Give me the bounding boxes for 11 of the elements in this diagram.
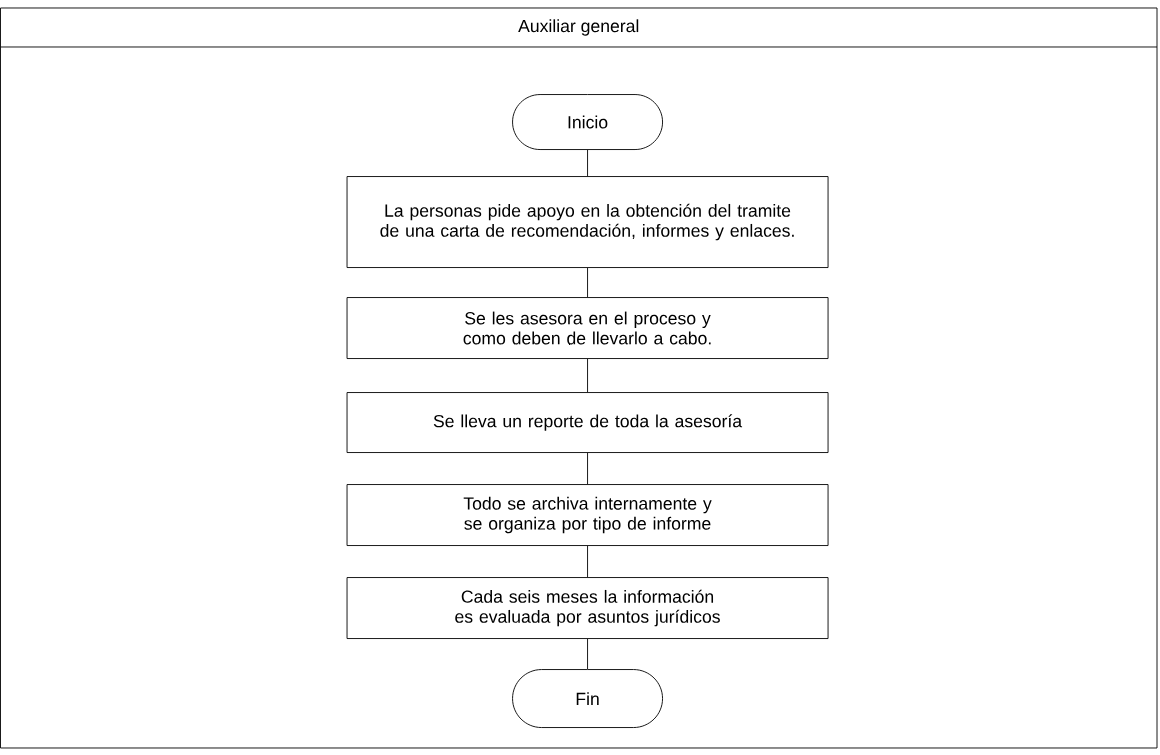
process-box: Cada seis meses la información es evaluada por asuntos jurídicos xyxy=(346,577,829,639)
process-box: Se lleva un reporte de toda la asesoría xyxy=(346,392,829,453)
process-box: Todo se archiva internamente y se organiza por tipo de informe xyxy=(346,484,829,546)
process-box: La personas pide apoyo en la obtención del tramite de una carta de recomendación, informes y enlaces. xyxy=(346,176,829,268)
connector-line xyxy=(587,638,588,670)
process-box: Se les asesora en el proceso y como deben de llevarlo a cabo. xyxy=(346,297,829,359)
connector-line xyxy=(587,452,588,485)
connector-line xyxy=(587,267,588,298)
connector-line xyxy=(587,545,588,578)
connector-line xyxy=(587,149,588,177)
connector-line xyxy=(587,358,588,393)
